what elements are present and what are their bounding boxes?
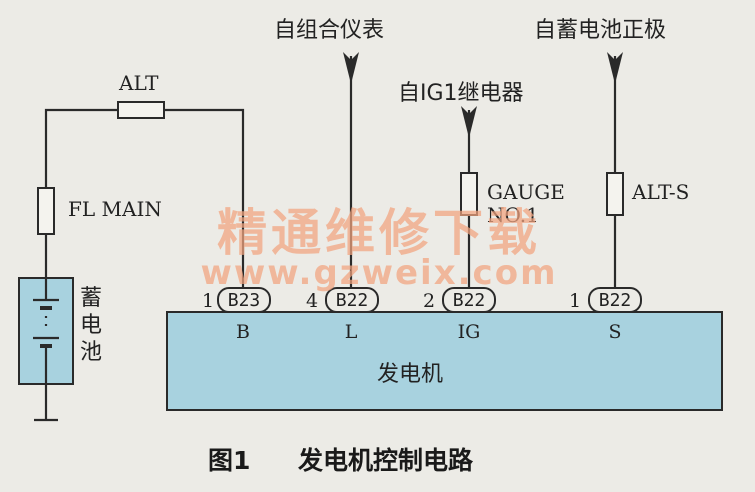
generator-label: 发电机 <box>377 362 443 387</box>
connector-b23-code: B23 <box>228 290 261 311</box>
source-meter-label: 自组合仪表 <box>274 18 384 43</box>
connector-b22-ig-pin: 2 <box>423 290 435 312</box>
battery-label-2: 电 <box>80 313 102 338</box>
connector-b23-pin: 1 <box>202 290 214 312</box>
fuse-gauge <box>460 172 478 216</box>
connector-b23: B23 1 B <box>202 287 271 343</box>
arrow-meter <box>343 52 359 84</box>
battery-label-3: 池 <box>80 340 102 365</box>
fuse-gauge-label-2: NO.1 <box>487 203 539 227</box>
fuse-fl-main-label: FL MAIN <box>68 197 162 221</box>
connector-b22-l-code: B22 <box>336 290 369 311</box>
connector-b22-ig: B22 2 IG <box>423 287 496 343</box>
watermark-url: www.gzweix.com <box>200 253 557 293</box>
battery-label-1: 蓄 <box>80 286 102 311</box>
connector-b22-l: B22 4 L <box>306 287 379 343</box>
terminal-ig: IG <box>458 321 481 343</box>
source-relay-label: 自IG1继电器 <box>398 81 524 106</box>
figure-number: 图1 <box>208 446 250 475</box>
source-battery-positive-label: 自蓄电池正极 <box>534 18 666 43</box>
connector-b22-s-pin: 1 <box>569 290 581 312</box>
fuse-fl-main <box>37 187 55 235</box>
fuse-alt-label: ALT <box>118 71 159 95</box>
figure-title: 发电机控制电路 <box>297 446 474 475</box>
arrow-relay <box>461 106 477 138</box>
fuse-alt-s-label: ALT-S <box>631 180 689 204</box>
connector-b22-ig-code: B22 <box>453 290 486 311</box>
terminal-l: L <box>345 321 358 343</box>
battery-symbol <box>33 278 59 384</box>
fuse-alt-s <box>606 172 624 216</box>
arrow-battery-positive <box>607 52 623 84</box>
connector-b22-s-code: B22 <box>599 290 632 311</box>
watermark-cn: 精通维修下载 <box>217 204 541 262</box>
connector-b22-s: B22 1 S <box>569 287 642 343</box>
generator <box>166 311 723 411</box>
terminal-s: S <box>608 321 621 343</box>
connector-b22-l-pin: 4 <box>306 290 318 312</box>
terminal-b: B <box>236 321 250 343</box>
fuse-gauge-label: GAUGE <box>487 180 565 204</box>
fuse-alt <box>117 101 165 119</box>
